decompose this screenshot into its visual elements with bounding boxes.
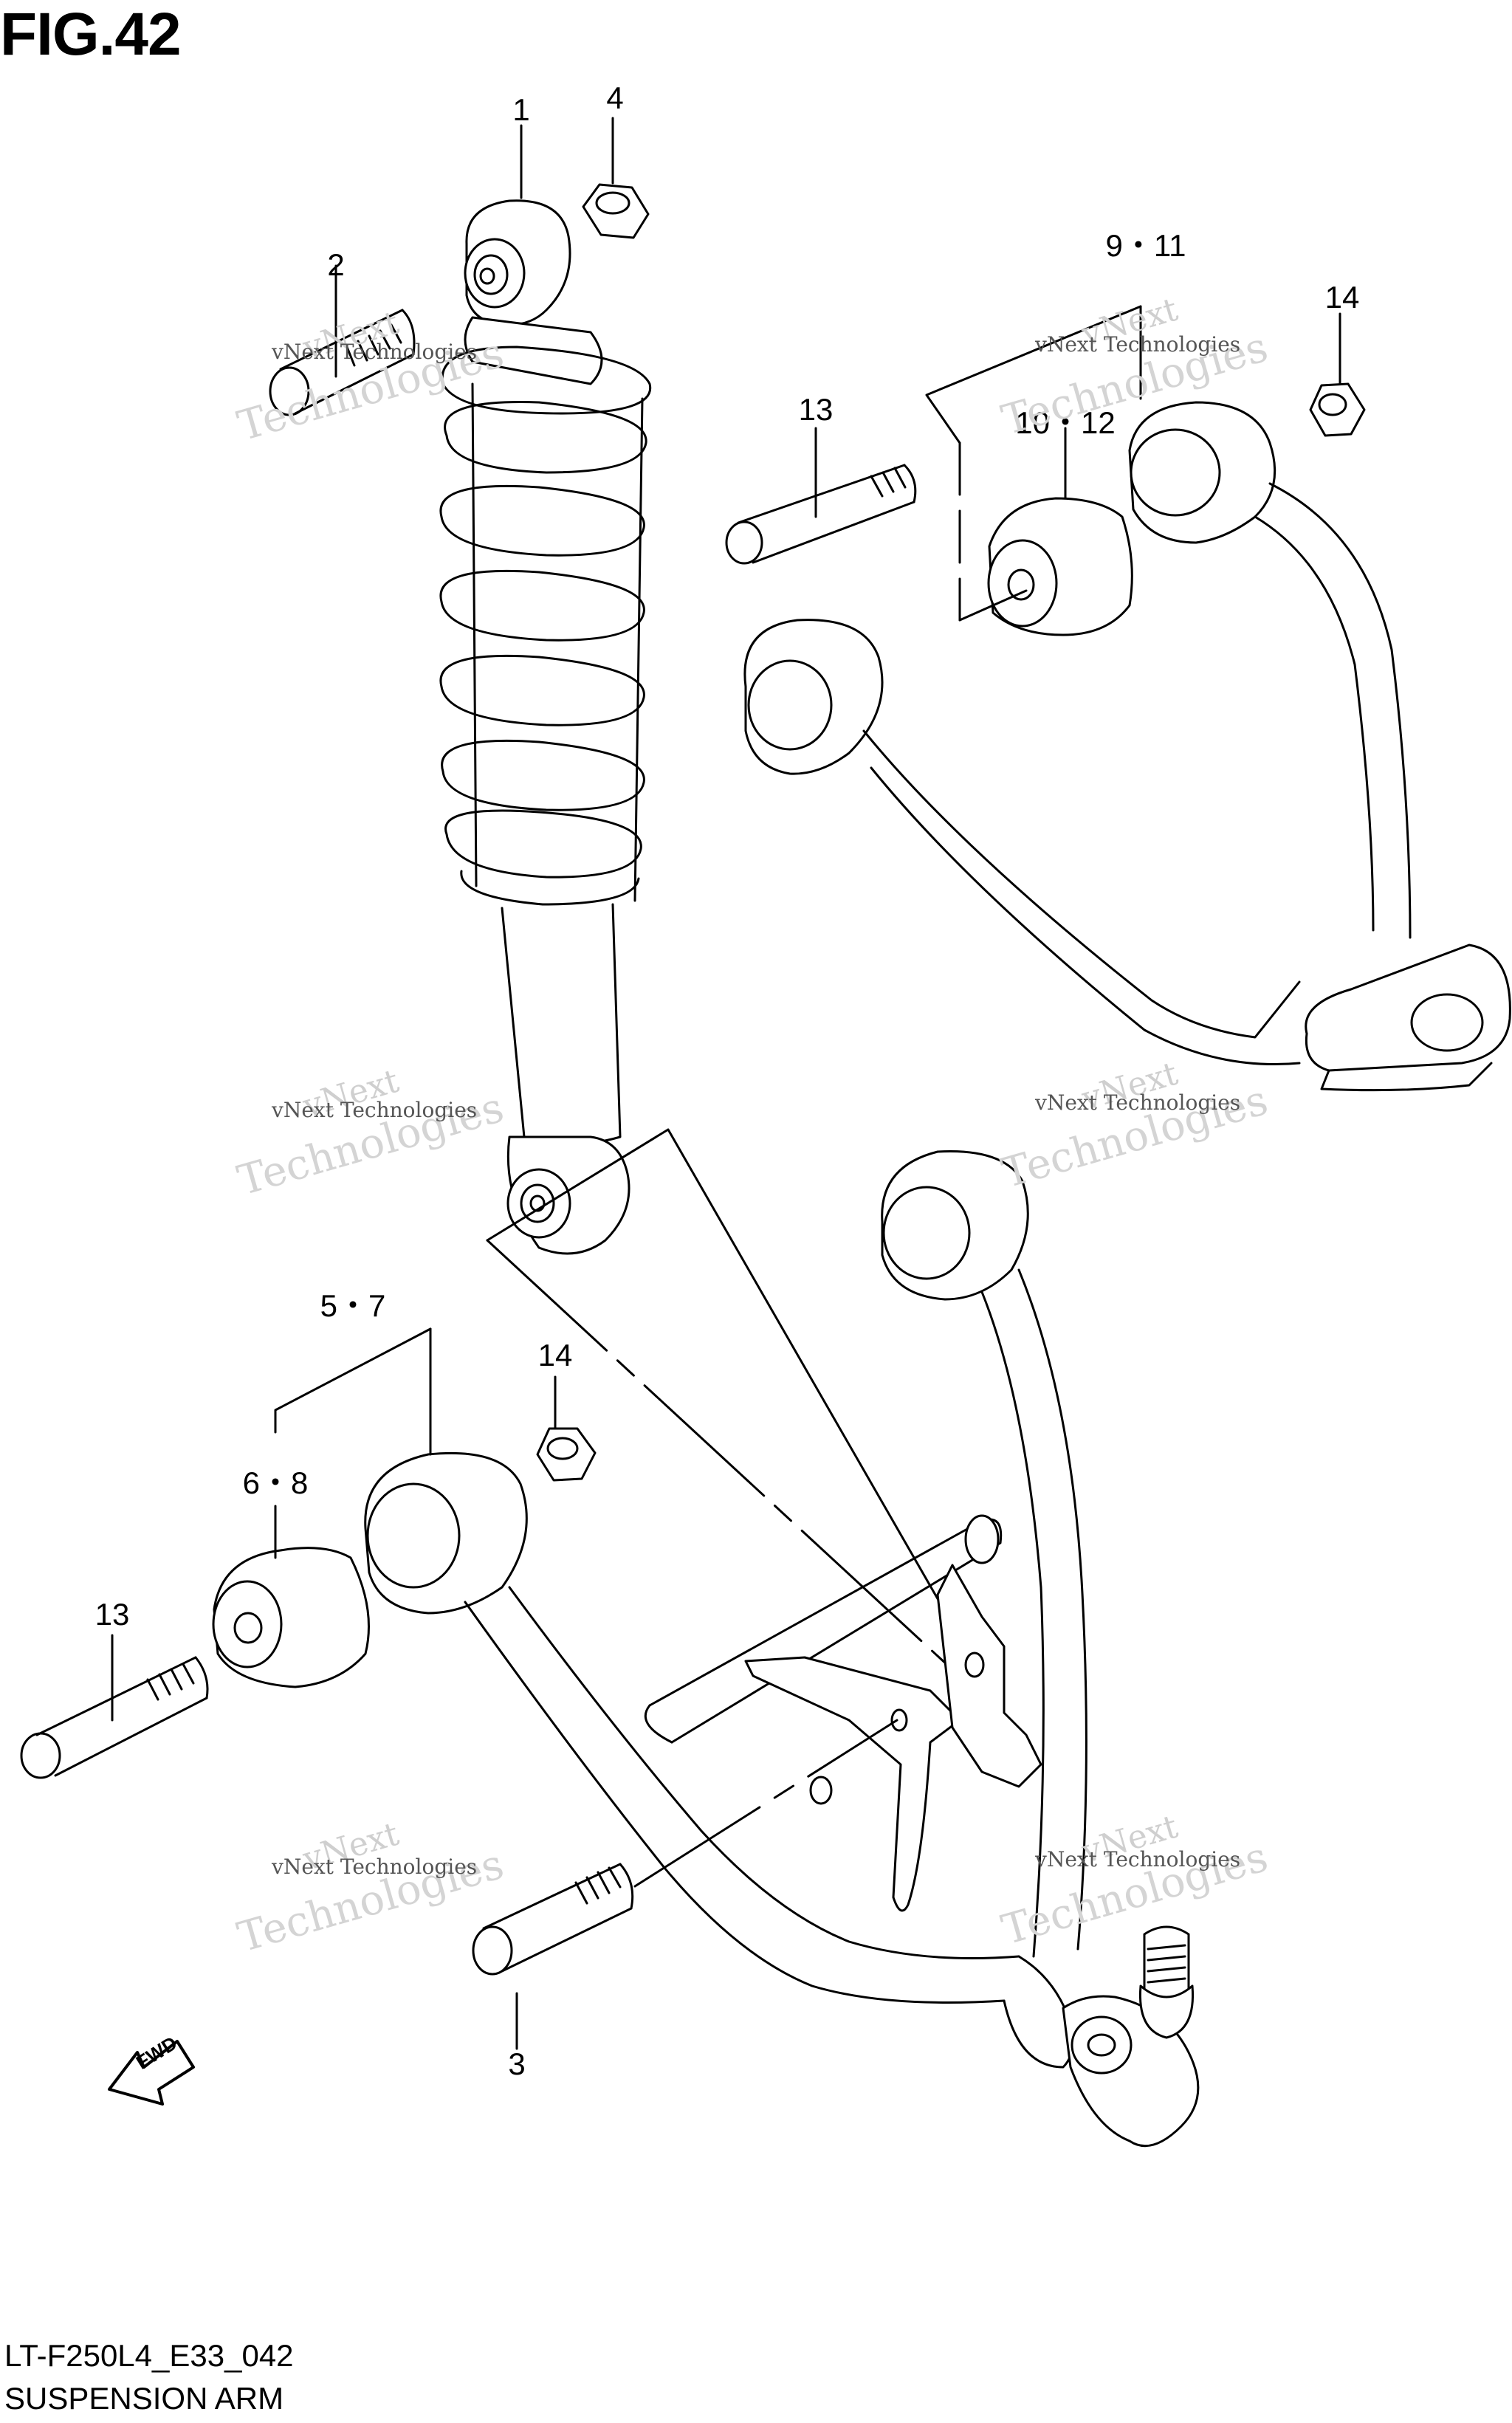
callout-5-7: 5・7 <box>320 1288 386 1323</box>
callout-10-12: 10・12 <box>1015 405 1116 440</box>
bolt-2 <box>270 266 414 415</box>
bushing-10-12 <box>989 428 1132 635</box>
bracket-5-7 <box>275 1329 430 1432</box>
callout-4: 4 <box>606 80 624 115</box>
callout-13-lower: 13 <box>94 1597 130 1632</box>
bolt-13-upper <box>726 428 915 563</box>
diagram-code: LT-F250L4_E33_042 <box>4 2338 294 2373</box>
bolt-3 <box>473 1864 633 2049</box>
shock-absorber <box>441 201 982 1683</box>
callout-13-upper: 13 <box>798 392 834 427</box>
callout-9-11: 9・11 <box>1105 228 1186 263</box>
bolt-3-axis <box>635 1720 897 1886</box>
callout-1: 1 <box>512 92 530 127</box>
figure-title: FIG.42 <box>0 1 182 68</box>
callout-14-upper: 14 <box>1324 280 1360 315</box>
diagram-name: SUSPENSION ARM <box>4 2381 284 2416</box>
callout-2: 2 <box>327 247 345 282</box>
nut-14-upper <box>1310 314 1364 436</box>
bracket-9-11 <box>927 306 1141 443</box>
bushing-6-8 <box>213 1548 369 1687</box>
callout-14-lower: 14 <box>537 1338 573 1372</box>
lower-suspension-arm <box>365 1152 1198 2146</box>
bolt-13-lower <box>21 1635 207 1778</box>
fwd-arrow-icon <box>109 2041 193 2104</box>
callout-3: 3 <box>508 2046 526 2081</box>
nut-4 <box>583 118 648 238</box>
upper-suspension-arm <box>745 402 1510 1090</box>
callout-6-8: 6・8 <box>242 1465 309 1500</box>
nut-14-lower <box>537 1377 595 1480</box>
